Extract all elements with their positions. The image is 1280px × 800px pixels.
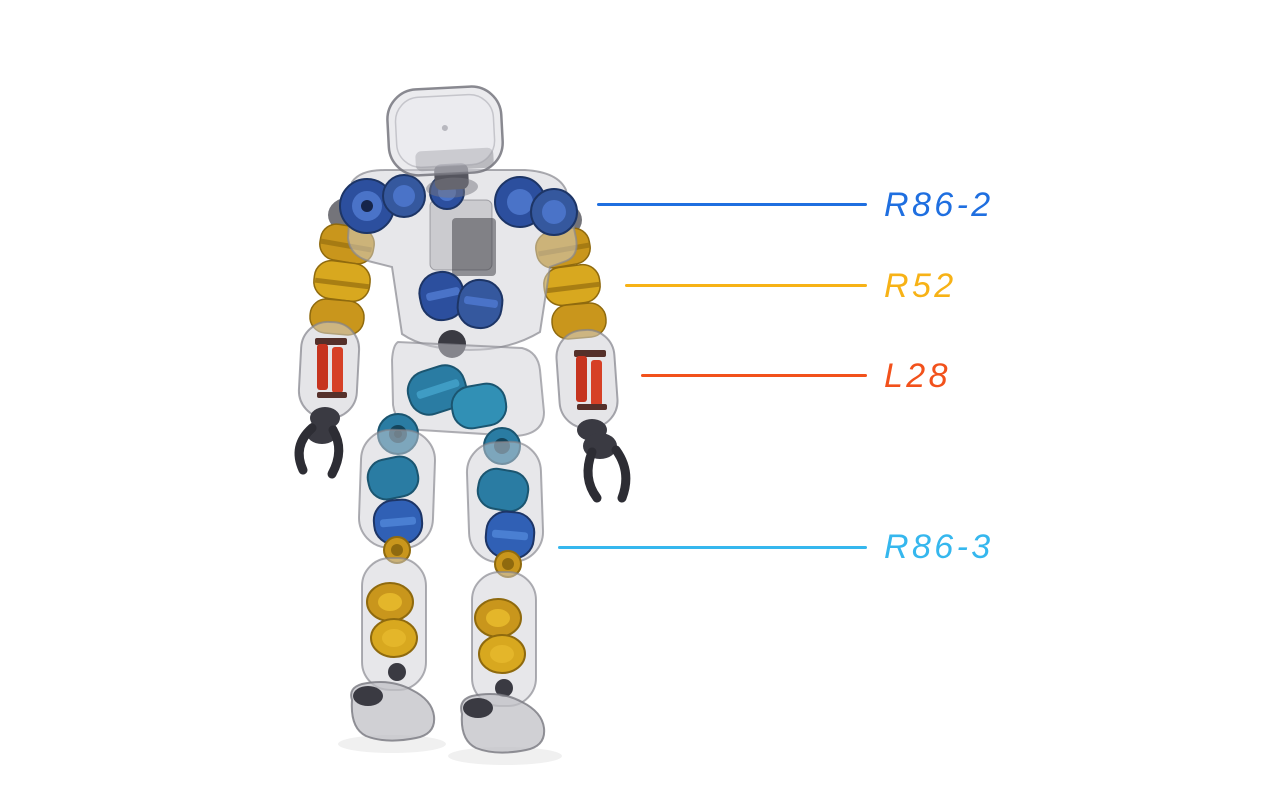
robot-left-leg xyxy=(350,428,437,742)
callout-label-r86-3: R86-3 xyxy=(884,528,994,566)
callout-line-r52 xyxy=(625,284,867,287)
callout-label-l28: L28 xyxy=(884,357,951,395)
left-forearm-actuator xyxy=(315,338,347,398)
left-gripper xyxy=(294,423,344,479)
callout-line-l28 xyxy=(641,374,867,377)
waist-actuators xyxy=(418,270,504,330)
shoulder-actuators xyxy=(339,174,578,236)
callout-line-r86-3 xyxy=(558,546,867,549)
callout-label-r52: R52 xyxy=(884,267,957,305)
robot-head xyxy=(386,85,504,198)
right-forearm-actuator xyxy=(574,350,607,410)
robot-right-leg xyxy=(460,440,546,754)
callout-label-r86-2: R86-2 xyxy=(884,186,994,224)
ground-shadows xyxy=(338,735,562,765)
callout-line-r86-2 xyxy=(597,203,867,206)
right-gripper xyxy=(583,445,631,503)
robot-left-arm xyxy=(294,197,375,479)
